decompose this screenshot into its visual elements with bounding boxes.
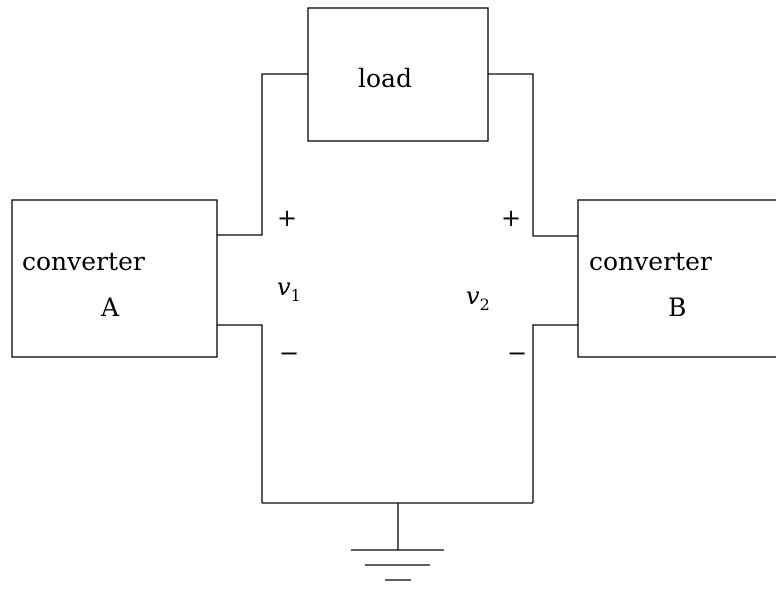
- v1-label: v1: [277, 273, 301, 305]
- v1-symbol: v: [277, 273, 291, 301]
- wire-a-bottom-to-ground-bus: [217, 324, 263, 503]
- converter-a-box: [11, 199, 218, 358]
- converter-b-label-line2: B: [668, 293, 686, 322]
- v2-subscript: 2: [480, 295, 490, 314]
- v1-plus-sign: +: [277, 204, 297, 232]
- v2-plus-sign: +: [501, 204, 521, 232]
- v1-subscript: 1: [291, 286, 301, 305]
- v2-minus-sign: −: [507, 339, 527, 367]
- load-label: load: [358, 64, 412, 93]
- converter-b-box: [577, 199, 776, 358]
- ground-icon: [351, 549, 444, 581]
- v2-label: v2: [466, 282, 490, 314]
- wire-a-top-to-load: [217, 73, 308, 236]
- converter-a-label-line2: A: [100, 293, 120, 322]
- v1-minus-sign: −: [279, 339, 299, 367]
- wire-load-to-b-top: [488, 73, 578, 237]
- v2-symbol: v: [466, 282, 480, 310]
- converter-a-label-line1: converter: [22, 247, 145, 276]
- converter-b-label-line1: converter: [589, 247, 712, 276]
- wire-b-bottom-to-ground-bus: [532, 324, 578, 503]
